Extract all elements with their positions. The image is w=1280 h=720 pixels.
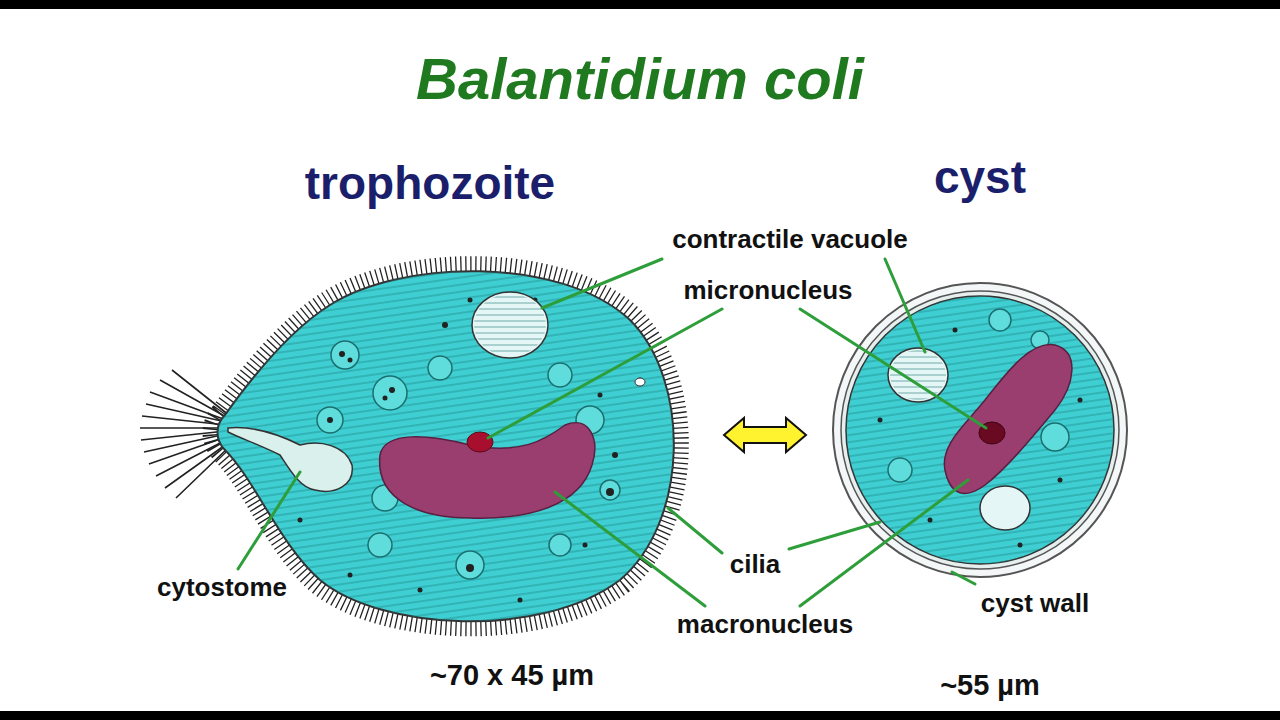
double-arrow <box>724 418 806 452</box>
dimension-label: ~70 x 45 µm <box>430 658 594 693</box>
leader-line <box>488 309 722 438</box>
leader-line <box>555 492 705 606</box>
leader-line <box>885 259 925 352</box>
part-label: cilia <box>730 549 781 580</box>
leader-lines <box>238 259 986 606</box>
stage-heading: cyst <box>810 150 1150 205</box>
leader-line <box>800 480 968 606</box>
cell-stage: cyst <box>810 150 1150 590</box>
part-label: macronucleus <box>677 609 853 640</box>
leader-line <box>542 259 662 308</box>
stage-heading: trophozoite <box>140 156 720 211</box>
part-label: cytostome <box>157 572 287 603</box>
leader-line <box>789 522 880 549</box>
part-label: micronucleus <box>683 275 852 306</box>
part-label: contractile vacuole <box>672 224 908 255</box>
frame-bar <box>0 711 1280 720</box>
leader-line <box>668 508 722 553</box>
leader-line <box>952 572 975 584</box>
dimension-label: ~55 µm <box>940 668 1040 703</box>
leader-line <box>800 309 986 428</box>
leader-line <box>238 472 300 569</box>
trophozoite-drawing <box>140 240 700 660</box>
part-label: cyst wall <box>981 588 1089 619</box>
cell-stage: trophozoite <box>140 156 720 626</box>
frame-bar <box>0 0 1280 9</box>
title: Balantidium coli <box>0 44 1280 114</box>
cyst-drawing <box>833 283 1127 577</box>
